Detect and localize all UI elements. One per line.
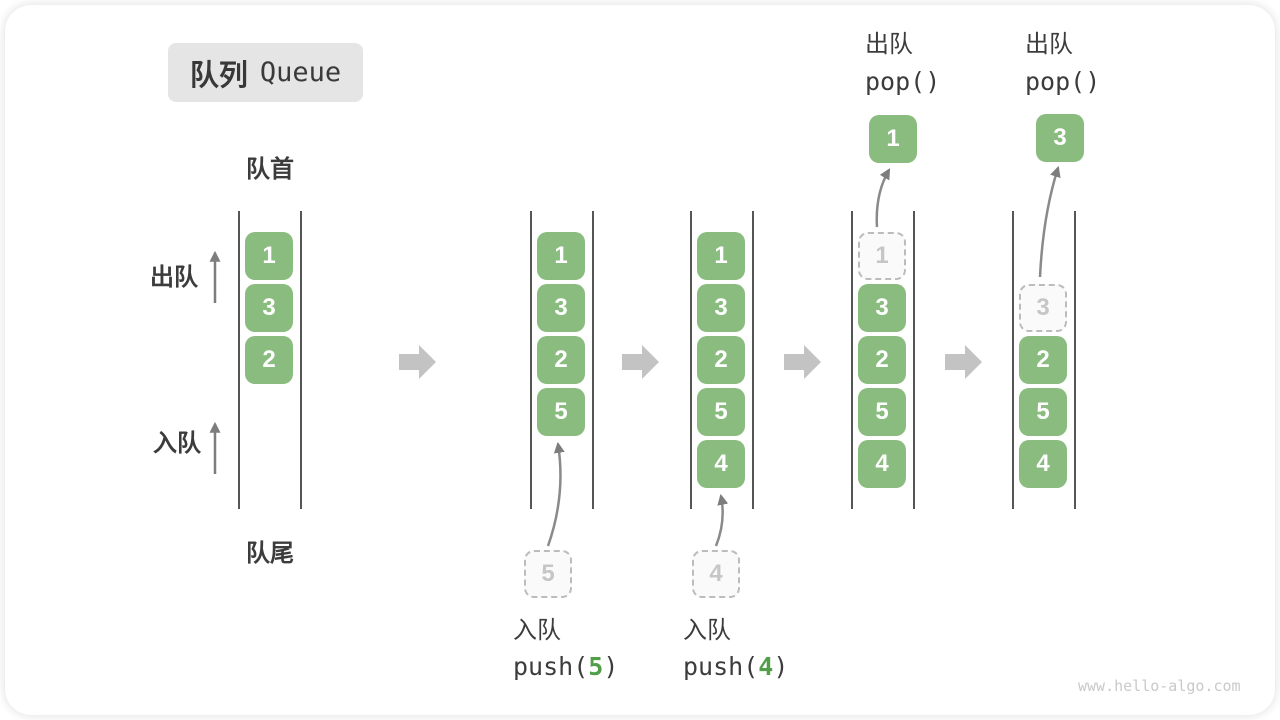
queue-box: 5 [858, 388, 906, 436]
op-label: 入队 [683, 617, 731, 644]
queue3-wall-right [752, 211, 754, 509]
queue3-wall-left [690, 211, 692, 509]
op-code-value: 4 [758, 652, 774, 681]
diagram-card [5, 5, 1275, 715]
queue5-wall-left [1012, 211, 1014, 509]
op-code: push(4) [683, 653, 788, 681]
op-label: 出队 [865, 31, 913, 58]
queue1-wall-right [300, 211, 302, 509]
popped-box: 3 [1036, 114, 1084, 162]
op-code-post: ) [603, 652, 619, 681]
queue-box: 3 [537, 284, 585, 332]
queue-box: 4 [1019, 440, 1067, 488]
queue-box: 5 [697, 388, 745, 436]
queue-box: 5 [537, 388, 585, 436]
enqueue-label: 入队 [153, 430, 201, 457]
queue-box: 4 [858, 440, 906, 488]
op-code-post: ) [773, 652, 789, 681]
queue-box: 1 [537, 232, 585, 280]
queue-box: 3 [245, 284, 293, 332]
queue-box: 3 [697, 284, 745, 332]
title-en: Queue [259, 57, 342, 88]
rear-label: 队尾 [246, 540, 294, 567]
queue4-wall-left [851, 211, 853, 509]
queue-box: 2 [537, 336, 585, 384]
op-label: 出队 [1025, 31, 1073, 58]
queue5-wall-right [1074, 211, 1076, 509]
op-code: pop() [1025, 67, 1101, 96]
dequeue-label: 出队 [150, 264, 198, 291]
queue-box: 4 [697, 440, 745, 488]
op-code: push(5) [513, 653, 618, 681]
queue-box: 1 [245, 232, 293, 280]
queue-box: 2 [245, 336, 293, 384]
queue-box: 2 [697, 336, 745, 384]
popped-box: 1 [869, 115, 917, 163]
queue-box: 3 [858, 284, 906, 332]
queue-box: 2 [1019, 336, 1067, 384]
title-zh: 队列 [189, 59, 248, 92]
queue1-wall-left [238, 211, 240, 509]
ghost-box: 1 [858, 232, 906, 280]
queue4-wall-right [913, 211, 915, 509]
ghost-box: 3 [1019, 284, 1067, 332]
watermark: www.hello-algo.com [1078, 677, 1241, 695]
op-code-value: 5 [588, 652, 604, 681]
queue2-wall-left [530, 211, 532, 509]
op-code: pop() [865, 67, 941, 96]
incoming-box: 5 [524, 550, 572, 598]
queue2-wall-right [592, 211, 594, 509]
title-badge: 队列 Queue [168, 43, 363, 102]
op-code-pre: push( [683, 652, 759, 681]
queue-box: 1 [697, 232, 745, 280]
front-label: 队首 [246, 156, 294, 183]
op-label: 入队 [513, 617, 561, 644]
queue-box: 5 [1019, 388, 1067, 436]
op-code-pre: push( [513, 652, 589, 681]
queue-box: 2 [858, 336, 906, 384]
incoming-box: 4 [692, 550, 740, 598]
